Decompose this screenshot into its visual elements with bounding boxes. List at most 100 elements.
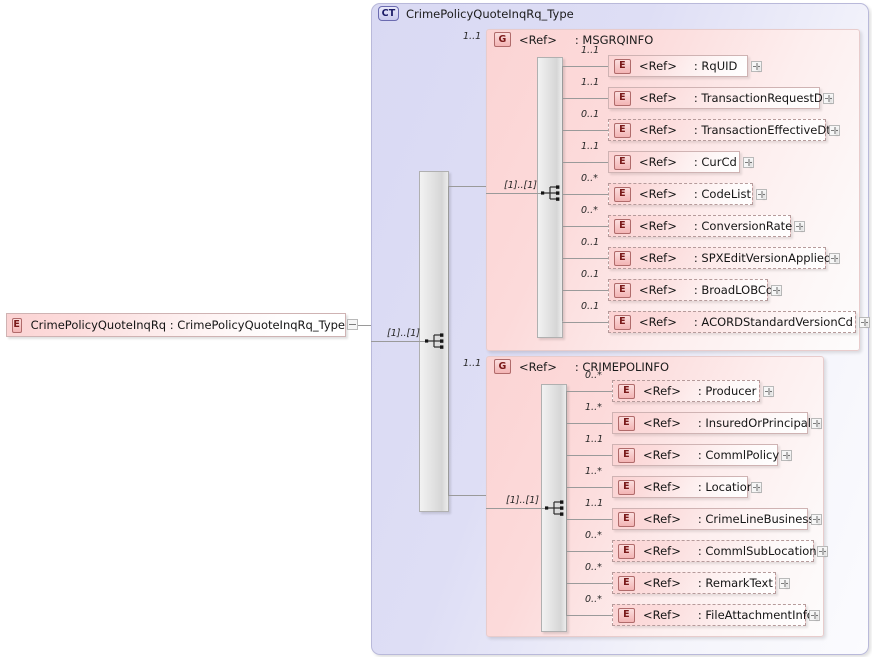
element-occurrence-label: 0..* xyxy=(585,530,602,541)
element-node[interactable]: E<Ref>: Location xyxy=(612,476,754,498)
element-ref-label: <Ref> xyxy=(639,187,677,201)
element-badge-icon: E xyxy=(614,58,631,74)
connector-to-node xyxy=(562,194,608,195)
element-occurrence-label: 0..1 xyxy=(581,269,600,280)
connector-to-node xyxy=(566,615,612,616)
root-collapse-toggle[interactable] xyxy=(347,319,358,330)
connector-to-node xyxy=(562,98,608,99)
element-badge-icon: E xyxy=(618,607,635,623)
element-expand-toggle[interactable] xyxy=(751,482,762,493)
element-node[interactable]: E<Ref>: ACORDStandardVersionCd xyxy=(608,311,856,333)
element-name-label: : TransactionEffectiveDt xyxy=(693,123,831,137)
element-expand-toggle[interactable] xyxy=(829,253,840,264)
element-occurrence-label: 0..* xyxy=(581,205,598,216)
element-name-label: : BroadLOBCd xyxy=(693,283,774,297)
group-0-title: G <Ref> : MSGRQINFO xyxy=(494,32,653,47)
element-ref-label: <Ref> xyxy=(639,91,677,105)
connector-into-group-1-sequence xyxy=(486,508,545,509)
element-ref-label: <Ref> xyxy=(643,448,681,462)
connector-root-to-group-0 xyxy=(448,186,486,187)
connector-into-root-sequence xyxy=(371,341,428,342)
element-expand-toggle[interactable] xyxy=(823,93,834,104)
element-node[interactable]: E<Ref>: SPXEditVersionApplied xyxy=(608,247,831,269)
element-occurrence-label: 1..1 xyxy=(581,77,600,88)
complex-type-name: CrimePolicyQuoteInqRq_Type xyxy=(406,6,574,21)
element-name-label: : CurCd xyxy=(693,155,737,169)
element-name-label: : ACORDStandardVersionCd xyxy=(693,315,853,329)
element-badge-icon: E xyxy=(618,543,635,559)
root-element-node[interactable]: E CrimePolicyQuoteInqRq : CrimePolicyQuo… xyxy=(6,313,346,337)
element-name-label: : CommlSubLocation xyxy=(697,544,817,558)
element-occurrence-label: 1..* xyxy=(585,402,602,413)
element-node[interactable]: E<Ref>: TransactionRequestDt xyxy=(608,87,827,109)
complextype-badge-icon: CT xyxy=(378,6,399,21)
connector-to-node xyxy=(566,423,612,424)
element-badge-icon: E xyxy=(618,447,635,463)
element-expand-toggle[interactable] xyxy=(751,61,762,72)
group-1-title: G <Ref> : CRIMEPOLINFO xyxy=(494,359,669,374)
element-name-label: : CrimeLineBusiness xyxy=(697,512,815,526)
connector-to-node xyxy=(562,66,608,67)
connector-to-node xyxy=(562,226,608,227)
element-node[interactable]: E<Ref>: InsuredOrPrincipal xyxy=(612,412,811,434)
element-badge-icon: E xyxy=(618,479,635,495)
group-0-ref: <Ref> xyxy=(519,32,557,47)
element-node[interactable]: E<Ref>: CurCd xyxy=(608,151,740,173)
connector-root-branch-vertical xyxy=(448,186,449,495)
element-expand-toggle[interactable] xyxy=(763,386,774,397)
element-name-label: : SPXEditVersionApplied xyxy=(693,251,832,265)
element-ref-label: <Ref> xyxy=(643,384,681,398)
element-badge-icon: E xyxy=(618,511,635,527)
element-expand-toggle[interactable] xyxy=(781,450,792,461)
element-expand-toggle[interactable] xyxy=(811,514,822,525)
element-occurrence-label: 1..1 xyxy=(585,498,604,509)
element-node[interactable]: E<Ref>: CodeList xyxy=(608,183,753,205)
element-node[interactable]: E<Ref>: CrimeLineBusiness xyxy=(612,508,814,530)
element-expand-toggle[interactable] xyxy=(829,125,840,136)
element-ref-label: <Ref> xyxy=(639,123,677,137)
element-name-label: : Producer xyxy=(697,384,757,398)
connector-to-node xyxy=(566,487,612,488)
element-node[interactable]: E<Ref>: RemarkText xyxy=(612,572,776,594)
element-name-label: : RemarkText xyxy=(697,576,773,590)
group-1-name: : CRIMEPOLINFO xyxy=(574,359,670,374)
element-expand-toggle[interactable] xyxy=(809,610,820,621)
element-expand-toggle[interactable] xyxy=(811,418,822,429)
element-name-label: : TransactionRequestDt xyxy=(693,91,828,105)
element-node[interactable]: E<Ref>: CommlSubLocation xyxy=(612,540,817,562)
element-expand-toggle[interactable] xyxy=(756,189,767,200)
element-ref-label: <Ref> xyxy=(639,283,677,297)
element-node[interactable]: E<Ref>: BroadLOBCd xyxy=(608,279,773,301)
element-ref-label: <Ref> xyxy=(639,315,677,329)
element-expand-toggle[interactable] xyxy=(743,157,754,168)
element-name-label: : RqUID xyxy=(693,59,738,73)
element-ref-label: <Ref> xyxy=(639,251,677,265)
element-name-label: : FileAttachmentInfo xyxy=(697,608,814,622)
element-expand-toggle[interactable] xyxy=(794,221,805,232)
element-expand-toggle[interactable] xyxy=(859,317,870,328)
element-node[interactable]: E<Ref>: ConversionRate xyxy=(608,215,793,237)
connector-to-node xyxy=(566,455,612,456)
element-expand-toggle[interactable] xyxy=(771,285,782,296)
element-name-label: : CodeList xyxy=(693,187,751,201)
element-occurrence-label: 0..* xyxy=(585,370,602,381)
group-0-occurrence: 1..1 xyxy=(463,31,482,42)
element-node[interactable]: E<Ref>: TransactionEffectiveDt xyxy=(608,119,831,141)
group-1-sequence-fork-icon xyxy=(545,500,564,516)
connector-to-node xyxy=(566,391,612,392)
element-badge-icon: E xyxy=(618,415,635,431)
element-badge-icon: E xyxy=(614,154,631,170)
connector-to-node xyxy=(562,258,608,259)
connector-to-node xyxy=(566,583,612,584)
element-node[interactable]: E<Ref>: CommlPolicy xyxy=(612,444,779,466)
group-0-sequence-fork-icon xyxy=(541,185,560,201)
element-node[interactable]: E<Ref>: RqUID xyxy=(608,55,748,77)
element-node[interactable]: E<Ref>: Producer xyxy=(612,380,760,402)
element-name-label: : ConversionRate xyxy=(693,219,793,233)
element-node[interactable]: E<Ref>: FileAttachmentInfo xyxy=(612,604,814,626)
root-element-label: CrimePolicyQuoteInqRq : CrimePolicyQuote… xyxy=(30,318,345,332)
element-occurrence-label: 1..* xyxy=(585,466,602,477)
element-expand-toggle[interactable] xyxy=(817,546,828,557)
element-expand-toggle[interactable] xyxy=(779,578,790,589)
